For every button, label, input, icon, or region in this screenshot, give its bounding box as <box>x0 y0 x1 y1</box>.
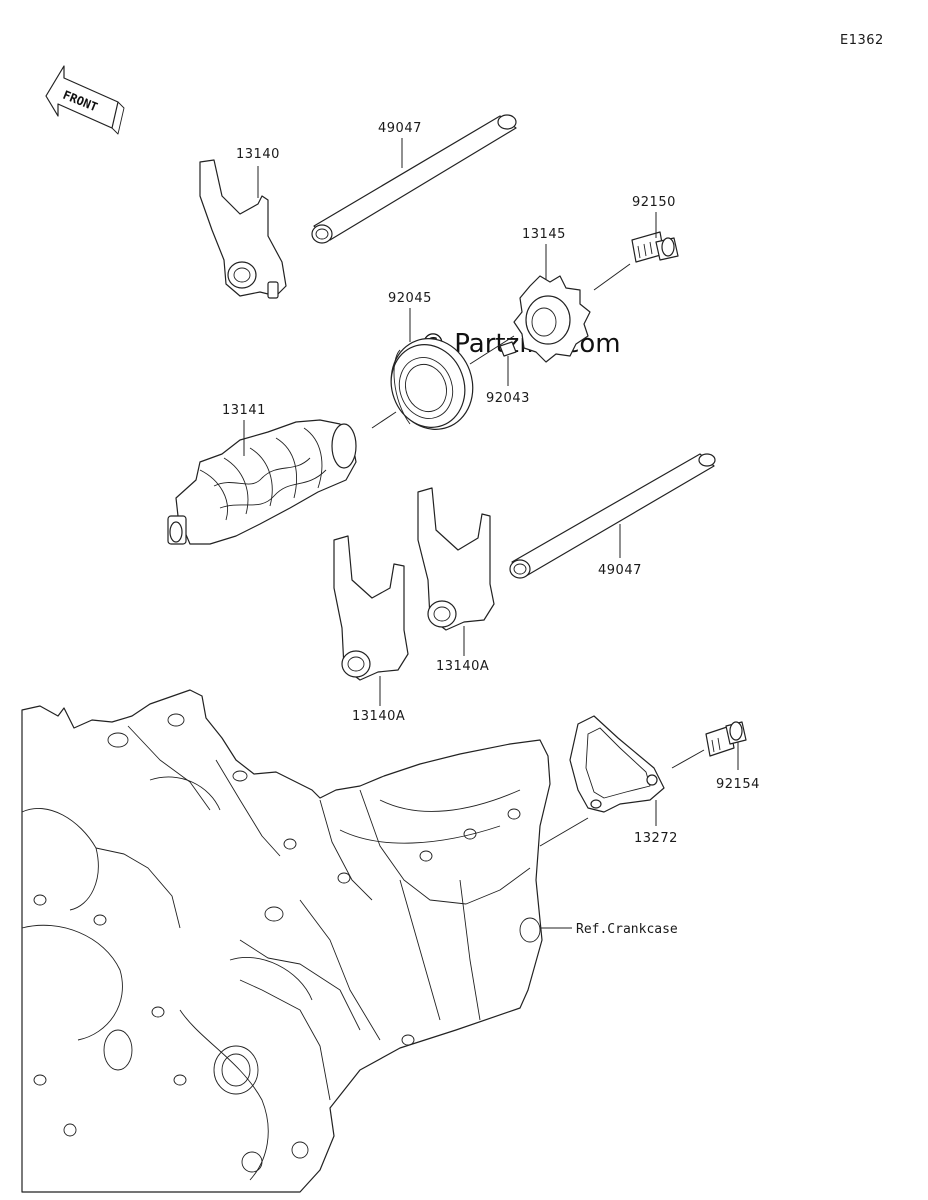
crankcase-reference <box>21 689 551 1193</box>
shaft-bottom[interactable] <box>509 453 716 579</box>
shift-fork-left[interactable] <box>333 535 409 681</box>
label-bolt-bottom: 92154 <box>716 777 760 792</box>
shaft-top[interactable] <box>311 114 517 244</box>
label-shift-drum: 13141 <box>222 403 266 418</box>
label-bolt-top: 92150 <box>632 195 676 210</box>
label-shift-fork-top: 13140 <box>236 147 280 162</box>
label-shift-fork-left: 13140A <box>352 709 405 724</box>
label-bearing: 92045 <box>388 291 432 306</box>
label-shaft-top: 49047 <box>378 121 422 136</box>
star-gear[interactable] <box>513 275 591 363</box>
label-shaft-bottom: 49047 <box>598 563 642 578</box>
bearing[interactable] <box>379 327 486 441</box>
pin[interactable] <box>499 341 517 357</box>
shift-drum[interactable] <box>167 419 357 545</box>
bolt-bottom[interactable] <box>705 721 747 757</box>
bolt-top[interactable] <box>631 231 679 263</box>
shift-fork-top[interactable] <box>199 159 287 299</box>
label-pin: 92043 <box>486 391 530 406</box>
label-star-gear: 13145 <box>522 227 566 242</box>
label-plate: 13272 <box>634 831 678 846</box>
label-shift-fork-right: 13140A <box>436 659 489 674</box>
front-arrow-icon: FRONT <box>45 65 125 135</box>
shift-fork-right[interactable] <box>417 487 495 631</box>
label-ref-crankcase: Ref.Crankcase <box>576 922 678 937</box>
plate[interactable] <box>569 715 665 813</box>
diagram-code: E1362 <box>840 33 884 48</box>
